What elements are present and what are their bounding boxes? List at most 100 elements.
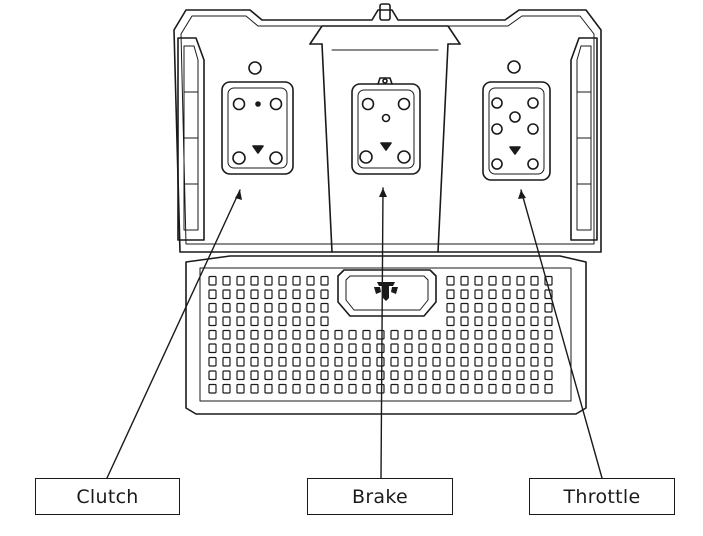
grille-slot [250, 289, 259, 300]
grille-slot [474, 356, 483, 367]
grille-slot [530, 383, 539, 394]
grille-slot [516, 329, 525, 340]
grille-slot [278, 316, 287, 327]
grille-slot [306, 343, 315, 354]
grille-slot [236, 302, 245, 313]
grille-slot [264, 289, 273, 300]
grille-slot [516, 316, 525, 327]
grille-slot [460, 383, 469, 394]
grille-slot [544, 316, 553, 327]
grille-slot [222, 289, 231, 300]
grille-slot [460, 343, 469, 354]
grille-slot [292, 343, 301, 354]
grille-slot [208, 275, 217, 286]
grille-slot [348, 329, 357, 340]
grille-slot [376, 356, 385, 367]
grille-slot [502, 329, 511, 340]
grille-slot [320, 356, 329, 367]
grille-slot [320, 343, 329, 354]
grille-slot [460, 329, 469, 340]
grille-slot [236, 329, 245, 340]
grille-slot [250, 343, 259, 354]
grille-slot [236, 275, 245, 286]
grille-slot [320, 316, 329, 327]
grille-slot [278, 383, 287, 394]
grille-slot [334, 343, 343, 354]
grille-slot [208, 316, 217, 327]
grille-slot [390, 343, 399, 354]
grille-slot [516, 356, 525, 367]
grille-slot [418, 370, 427, 381]
grille-slot [502, 275, 511, 286]
grille-slot [516, 370, 525, 381]
footrest-grille [185, 255, 587, 415]
grille-slot [488, 289, 497, 300]
grille-slot [502, 383, 511, 394]
grille-slot [222, 343, 231, 354]
grille-slot [278, 329, 287, 340]
grille-slot [264, 356, 273, 367]
grille-slot [474, 383, 483, 394]
grille-slot [264, 370, 273, 381]
grille-slot [376, 329, 385, 340]
grille-slot [292, 329, 301, 340]
grille-slot [544, 302, 553, 313]
grille-slot [488, 383, 497, 394]
brake-arrowhead [379, 188, 387, 197]
grille-slot [474, 343, 483, 354]
grille-slot [460, 316, 469, 327]
grille-slot [292, 302, 301, 313]
grille-slot [320, 329, 329, 340]
grille-slot [376, 383, 385, 394]
grille-slot [264, 275, 273, 286]
grille-slot [446, 370, 455, 381]
grille-slot [250, 370, 259, 381]
grille-slot [278, 302, 287, 313]
grille-slot [250, 316, 259, 327]
grille-slot [250, 302, 259, 313]
grille-slot [544, 370, 553, 381]
grille-slot [432, 329, 441, 340]
grille-slot [516, 343, 525, 354]
grille-slot [390, 329, 399, 340]
grille-slot [278, 275, 287, 286]
grille-slot [474, 329, 483, 340]
grille-slot [334, 356, 343, 367]
grille-slot [544, 356, 553, 367]
grille-slot [348, 356, 357, 367]
grille-slot [488, 316, 497, 327]
throttle-pedal [482, 60, 551, 181]
grille-slot [208, 383, 217, 394]
grille-slot [488, 343, 497, 354]
grille-slot [278, 289, 287, 300]
grille-slot [488, 356, 497, 367]
brand-logo-icon [374, 282, 398, 301]
grille-slot [292, 370, 301, 381]
grille-slot [544, 329, 553, 340]
grille-slot [446, 316, 455, 327]
grille-slot [222, 316, 231, 327]
grille-slot [418, 343, 427, 354]
clutch-arrowhead [235, 190, 242, 200]
grille-slot [236, 316, 245, 327]
grille-slot [376, 343, 385, 354]
grille-slot [250, 383, 259, 394]
grille-slot [544, 383, 553, 394]
clutch-leader-line [106, 189, 241, 479]
grille-slot [292, 383, 301, 394]
grille-slot [236, 343, 245, 354]
grille-slot [222, 302, 231, 313]
grille-slot [460, 275, 469, 286]
grille-slot [362, 343, 371, 354]
grille-slot [544, 343, 553, 354]
grille-slot [208, 343, 217, 354]
grille-slot [334, 370, 343, 381]
grille-slot [362, 356, 371, 367]
grille-slot [292, 289, 301, 300]
grille-slot [348, 383, 357, 394]
grille-slot [264, 343, 273, 354]
brake-label: Brake [307, 478, 453, 515]
grille-slot [530, 329, 539, 340]
grille-slot [404, 356, 413, 367]
grille-slot [446, 383, 455, 394]
